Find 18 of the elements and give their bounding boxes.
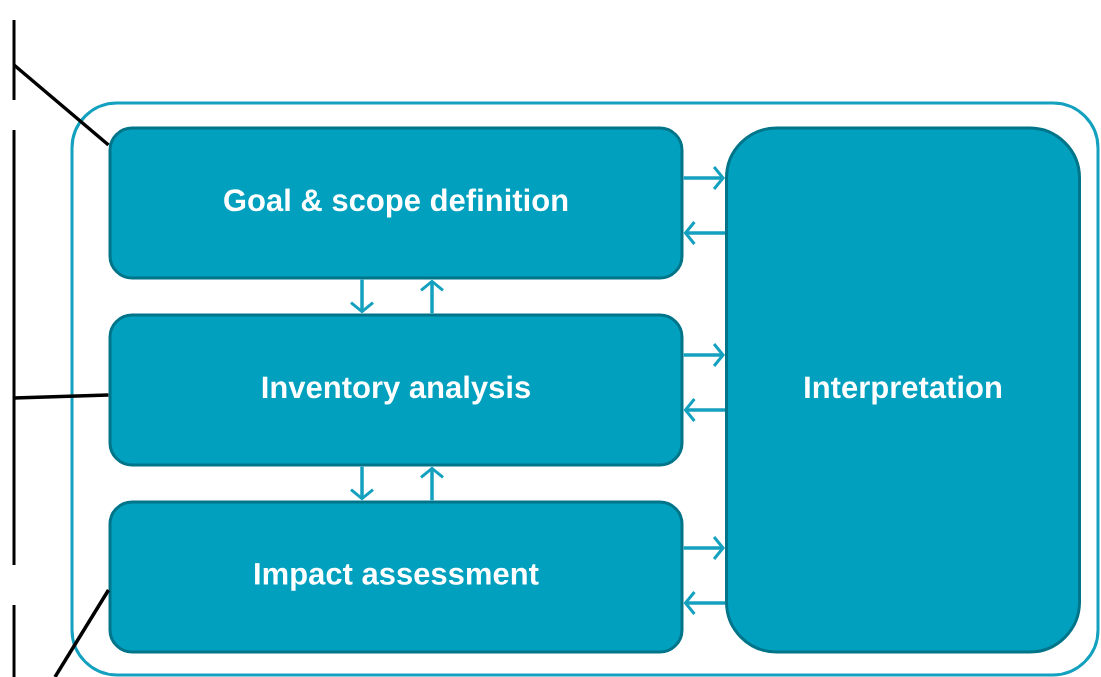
process-box: Goal & scope definition [108, 126, 684, 280]
arrow [350, 466, 374, 501]
tall-process-box: Interpretation [725, 126, 1081, 654]
frame-box [70, 101, 1100, 677]
arrow [683, 221, 725, 245]
leader-line [13, 393, 109, 400]
arrow [683, 591, 725, 615]
process-box: Inventory analysis [108, 313, 684, 467]
leader-line [12, 63, 110, 147]
arrow [683, 536, 725, 560]
arrow [683, 166, 725, 190]
arrow [683, 398, 725, 422]
arrow [683, 343, 725, 367]
process-box: Impact assessment [108, 500, 684, 654]
leader-line [53, 589, 110, 677]
arrow [350, 279, 374, 314]
arrow [420, 466, 444, 501]
arrow [420, 279, 444, 314]
